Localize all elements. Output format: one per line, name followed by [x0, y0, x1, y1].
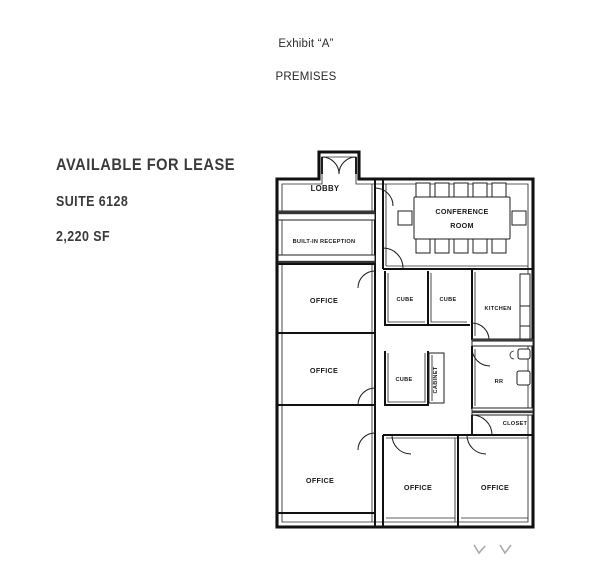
entry-double-doors	[321, 156, 357, 175]
room-label-conference-room-line2: ROOM	[450, 221, 474, 230]
restroom-sink	[509, 348, 531, 360]
floorplan-container: CONFERENCE ROOM CUBE CUBE KITCHEN CUBE C…	[262, 143, 552, 543]
room-label-office-left-2: OFFICE	[310, 366, 338, 375]
room-label-cube-1: CUBE	[396, 297, 413, 303]
room-label-office-bottom-2: OFFICE	[481, 483, 509, 492]
cube-2-partition-face	[430, 273, 467, 323]
wall-kitchen-bottom	[471, 338, 534, 347]
room-label-office-bottom-1: OFFICE	[404, 483, 432, 492]
cube-2-partitions	[427, 271, 470, 326]
cube-1-partition-face	[387, 273, 425, 323]
room-label-lobby: LOBBY	[311, 184, 340, 193]
door-restroom	[471, 347, 491, 367]
perimeter-inner-face	[281, 156, 529, 523]
door-kitchen	[471, 322, 490, 341]
door-office-left-1	[357, 270, 376, 289]
room-label-office-left-1: OFFICE	[310, 296, 338, 305]
reception-counter-lower	[277, 254, 376, 265]
restroom-toilet	[516, 370, 531, 386]
exhibit-title: Exhibit “A”	[278, 38, 334, 50]
listing-info-block: AVAILABLE FOR LEASE SUITE 6128 2,220 SF	[56, 155, 266, 245]
square-footage-label: 2,220 SF	[56, 229, 111, 245]
available-for-lease-headline: AVAILABLE FOR LEASE	[56, 155, 236, 174]
door-conference-room	[382, 247, 404, 269]
conference-table	[413, 196, 511, 240]
room-label-restroom: RR	[495, 379, 504, 385]
scan-artifact-marks	[473, 544, 512, 555]
cube-3-partitions	[384, 351, 429, 406]
room-label-office-left-3: OFFICE	[306, 476, 334, 485]
room-label-closet: CLOSET	[503, 421, 528, 427]
cube-3-partition-face	[387, 353, 426, 403]
cube-1-partitions	[384, 271, 428, 326]
suite-number-label: SUITE 6128	[56, 194, 129, 210]
kitchen-counters	[519, 273, 531, 341]
premises-subtitle: PREMISES	[275, 71, 337, 83]
room-label-kitchen: KITCHEN	[485, 306, 512, 312]
door-office-bottom-1	[391, 434, 412, 455]
door-office-bottom-2	[466, 434, 487, 455]
conference-chairs-top	[415, 182, 507, 198]
reception-counter-upper	[277, 210, 376, 221]
room-label-cabinet: CABINET	[433, 366, 439, 393]
room-label-built-in-reception: BUILT-IN RECEPTION	[293, 239, 356, 245]
door-office-left-3	[357, 432, 376, 451]
door-office-left-2	[357, 387, 376, 406]
conference-chairs-ends	[397, 210, 527, 226]
room-label-conference-room: CONFERENCE	[435, 207, 488, 216]
cabinet-unit	[428, 352, 445, 404]
door-lobby-to-corridor	[374, 187, 394, 207]
floorplan-drawing: CONFERENCE ROOM CUBE CUBE KITCHEN CUBE C…	[275, 150, 535, 529]
wall-restroom-bottom	[471, 407, 534, 416]
door-closet	[471, 414, 493, 436]
conference-chairs-bottom	[415, 238, 507, 254]
building-perimeter-wall	[275, 150, 535, 529]
room-label-cube-2: CUBE	[439, 297, 456, 303]
room-label-cube-3: CUBE	[395, 377, 412, 383]
